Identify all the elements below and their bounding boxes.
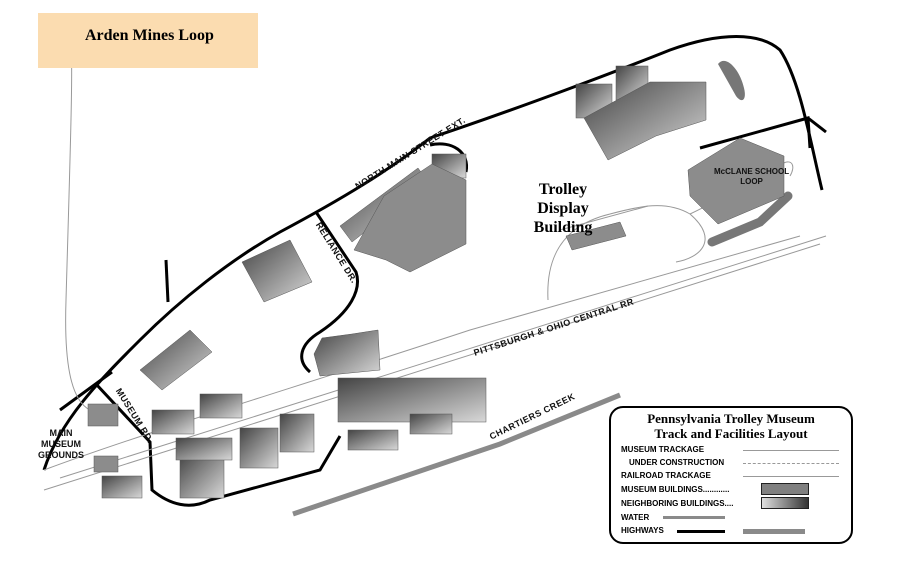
- legend-swatch-highways: [677, 530, 725, 533]
- legend-label-museum-trackage: MUSEUM TRACKAGE: [621, 445, 705, 454]
- mcclane-branch-road-2: [807, 116, 827, 134]
- reliance-hill-road: [429, 142, 469, 173]
- north-main-street-spur: [164, 259, 170, 303]
- grounds-label-line-2: MUSEUM: [41, 439, 81, 449]
- legend-title-line-2: Track and Facilities Layout: [654, 426, 808, 441]
- legend-swatch-water: [663, 516, 725, 519]
- legend-label-neighboring-buildings: NEIGHBORING BUILDINGS....: [621, 499, 734, 508]
- legend-label-museum-buildings: MUSEUM BUILDINGS............: [621, 485, 730, 494]
- trolley-display-building-label: Trolley Display Building: [528, 180, 598, 237]
- legend-swatch-neighboring-buildings: [761, 497, 809, 509]
- legend-label-highways: HIGHWAYS: [621, 526, 664, 535]
- mcclane-label-line-2: LOOP: [740, 177, 763, 186]
- museum-buildings: [87, 137, 785, 473]
- museum-road-road: [94, 382, 342, 507]
- legend-swatch-railroad-trackage: [743, 476, 839, 477]
- arden-mines-loop-label: Arden Mines Loop: [85, 27, 214, 44]
- main-museum-grounds-label: MAIN MUSEUM GROUNDS: [38, 428, 84, 461]
- legend-swatch-museum-trackage: [743, 450, 839, 451]
- trolley-label-line-3: Building: [533, 219, 593, 236]
- legend-box: Pennsylvania Trolley Museum Track and Fa…: [609, 406, 853, 544]
- pond-water: [718, 60, 745, 101]
- legend-label-railroad-trackage: RAILROAD TRACKAGE: [621, 471, 711, 480]
- creek-upper-water: [707, 191, 793, 247]
- reliance-drive-road: [300, 211, 359, 374]
- legend-swatch-museum-buildings: [761, 483, 809, 495]
- legend-label-under-construction: UNDER CONSTRUCTION: [629, 458, 725, 467]
- legend-swatch-under-construction: [743, 463, 839, 464]
- legend-swatch-highways-grey: [743, 529, 805, 534]
- legend-label-water: WATER: [621, 513, 650, 522]
- grounds-label-line-1: MAIN: [49, 428, 73, 438]
- museum-loop-road: [59, 370, 113, 412]
- highways: [42, 35, 827, 507]
- chartiers-creek-water: [292, 392, 621, 517]
- north-main-street-ext-road: [42, 35, 824, 471]
- mcclane-label-line-1: McCLANE SCHOOL: [714, 167, 790, 176]
- mcclane-school-loop-label: McCLANE SCHOOL LOOP: [714, 167, 789, 187]
- legend-title-line-1: Pennsylvania Trolley Museum: [647, 411, 815, 426]
- arden-mines-loop-label-box: Arden Mines Loop: [38, 13, 258, 68]
- trolley-label-line-1: Trolley: [538, 181, 588, 198]
- mcclane-branch-road: [699, 116, 812, 150]
- grounds-label-line-3: GROUNDS: [38, 450, 85, 460]
- trolley-label-line-2: Display: [537, 200, 589, 217]
